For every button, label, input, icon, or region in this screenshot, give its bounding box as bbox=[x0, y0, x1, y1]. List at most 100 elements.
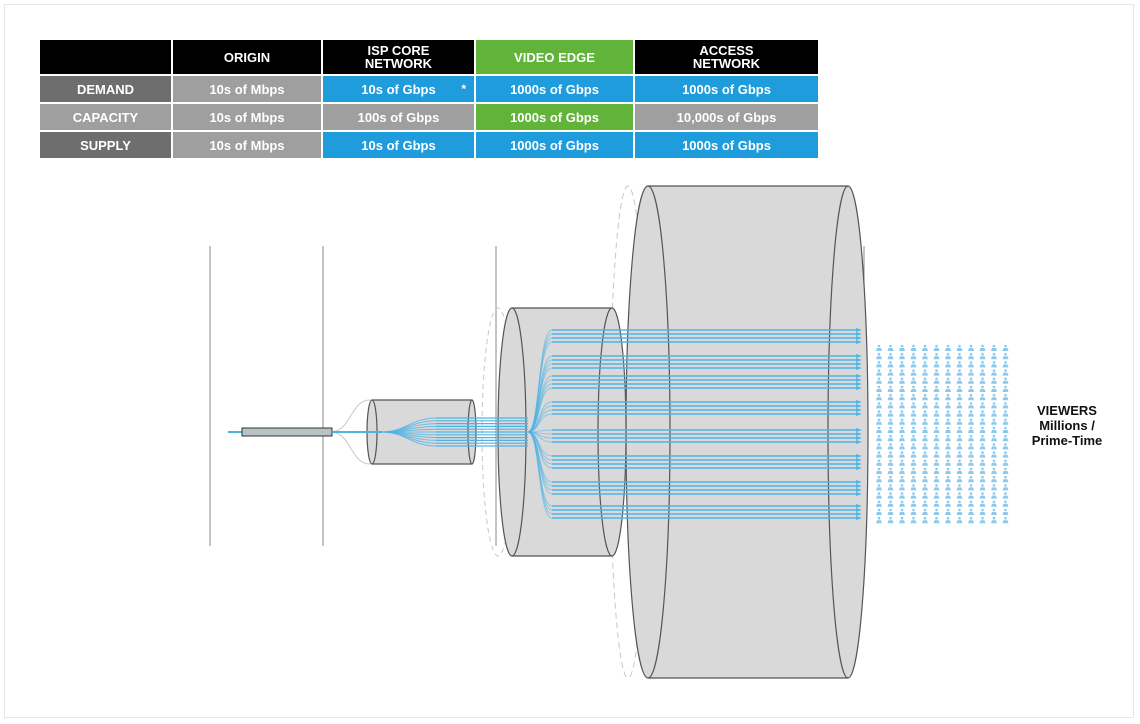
stream-arrowhead bbox=[856, 328, 862, 332]
stream-arrowhead bbox=[856, 374, 862, 378]
viewer-person-icon bbox=[956, 377, 963, 384]
viewer-person-icon bbox=[899, 393, 905, 401]
viewer-person-icon bbox=[968, 426, 974, 433]
viewer-person-icon bbox=[945, 443, 951, 450]
viewer-person-icon bbox=[945, 516, 951, 524]
viewer-person-icon bbox=[922, 369, 928, 376]
viewer-person-icon bbox=[933, 393, 940, 401]
viewer-person-icon bbox=[945, 459, 951, 466]
viewer-person-icon bbox=[876, 344, 882, 351]
stream-arrowhead bbox=[856, 386, 862, 390]
viewer-person-icon bbox=[922, 516, 928, 524]
viewer-person-icon bbox=[910, 402, 917, 409]
cell-demand-edge: 1000s of Gbps bbox=[476, 76, 633, 102]
viewer-person-icon bbox=[956, 402, 963, 409]
viewer-person-icon bbox=[945, 475, 951, 483]
viewer-person-icon bbox=[887, 459, 894, 466]
viewer-person-icon bbox=[956, 361, 963, 368]
table-row-supply: SUPPLY 10s of Mbps 10s of Gbps 1000s of … bbox=[40, 132, 818, 158]
stream-arrowhead bbox=[856, 400, 862, 404]
viewer-person-icon bbox=[956, 418, 963, 425]
viewer-person-icon bbox=[979, 385, 986, 392]
viewer-person-icon bbox=[933, 418, 940, 425]
footnote-star: * bbox=[461, 81, 466, 96]
viewer-person-icon bbox=[910, 451, 917, 458]
stream-arrowhead bbox=[856, 462, 862, 466]
viewer-person-icon bbox=[945, 451, 951, 458]
viewer-person-icon bbox=[1002, 352, 1009, 360]
viewer-person-icon bbox=[922, 500, 928, 507]
viewer-person-icon bbox=[910, 443, 917, 450]
viewer-person-icon bbox=[899, 385, 905, 392]
stream-arrowhead bbox=[856, 492, 862, 496]
viewer-person-icon bbox=[910, 385, 917, 392]
viewer-person-icon bbox=[910, 410, 917, 417]
viewer-person-icon bbox=[876, 377, 882, 384]
viewer-person-icon bbox=[887, 500, 894, 507]
viewer-person-icon bbox=[968, 484, 974, 491]
viewers-primetime: Prime-Time bbox=[1031, 433, 1103, 448]
viewer-person-icon bbox=[1002, 451, 1009, 458]
viewer-person-icon bbox=[1002, 508, 1009, 515]
viewer-person-icon bbox=[1002, 361, 1009, 368]
stream-arrowhead bbox=[856, 340, 862, 344]
viewer-person-icon bbox=[991, 385, 997, 392]
viewer-person-icon bbox=[933, 451, 940, 458]
viewer-person-icon bbox=[922, 434, 928, 442]
viewer-person-icon bbox=[910, 418, 917, 425]
viewer-person-icon bbox=[899, 451, 905, 458]
stream-lines bbox=[381, 328, 862, 520]
viewer-person-icon bbox=[887, 361, 894, 368]
viewer-person-icon bbox=[1002, 492, 1009, 499]
viewer-person-icon bbox=[945, 426, 951, 433]
viewer-person-icon bbox=[979, 361, 986, 368]
viewer-person-icon bbox=[968, 508, 974, 515]
viewer-person-icon bbox=[899, 369, 905, 376]
viewer-person-icon bbox=[933, 459, 940, 466]
viewer-person-icon bbox=[1002, 516, 1009, 524]
viewer-person-icon bbox=[899, 459, 905, 466]
viewer-person-icon bbox=[991, 459, 997, 466]
viewer-person-icon bbox=[979, 443, 986, 450]
viewer-person-icon bbox=[876, 385, 882, 392]
viewer-person-icon bbox=[887, 492, 894, 499]
viewer-person-icon bbox=[876, 393, 882, 401]
viewer-person-icon bbox=[979, 492, 986, 499]
viewer-person-icon bbox=[933, 377, 940, 384]
viewer-person-icon bbox=[933, 516, 940, 524]
viewer-person-icon bbox=[956, 443, 963, 450]
viewer-person-icon bbox=[922, 393, 928, 401]
viewer-person-icon bbox=[910, 426, 917, 433]
viewer-person-icon bbox=[887, 516, 894, 524]
viewer-person-icon bbox=[876, 426, 882, 433]
viewer-person-icon bbox=[1002, 467, 1009, 474]
stream-arrowhead bbox=[856, 508, 862, 512]
stream-arrowhead bbox=[856, 428, 862, 432]
viewer-person-icon bbox=[910, 369, 917, 376]
viewer-person-icon bbox=[979, 377, 986, 384]
stream-arrowhead bbox=[856, 378, 862, 382]
viewer-person-icon bbox=[876, 369, 882, 376]
viewer-person-icon bbox=[910, 516, 917, 524]
viewers-title: VIEWERS bbox=[1037, 403, 1097, 418]
viewer-person-icon bbox=[899, 410, 905, 417]
viewer-person-icon bbox=[922, 352, 928, 360]
stream-arrowhead bbox=[856, 382, 862, 386]
stream-arrowhead bbox=[856, 458, 862, 462]
viewer-person-icon bbox=[922, 418, 928, 425]
stream-arrowhead bbox=[856, 404, 862, 408]
stream-arrowhead bbox=[856, 436, 862, 440]
viewer-person-icon bbox=[887, 393, 894, 401]
cell-demand-isp: 10s of Gbps* bbox=[323, 76, 474, 102]
table-row-demand: DEMAND 10s of Mbps 10s of Gbps* 1000s of… bbox=[40, 76, 818, 102]
viewer-person-icon bbox=[956, 467, 963, 474]
viewer-person-icon bbox=[876, 361, 882, 368]
viewer-person-icon bbox=[991, 500, 997, 507]
viewer-person-icon bbox=[899, 426, 905, 433]
viewer-person-icon bbox=[968, 516, 974, 524]
viewer-person-icon bbox=[1002, 475, 1009, 483]
viewer-person-icon bbox=[887, 410, 894, 417]
